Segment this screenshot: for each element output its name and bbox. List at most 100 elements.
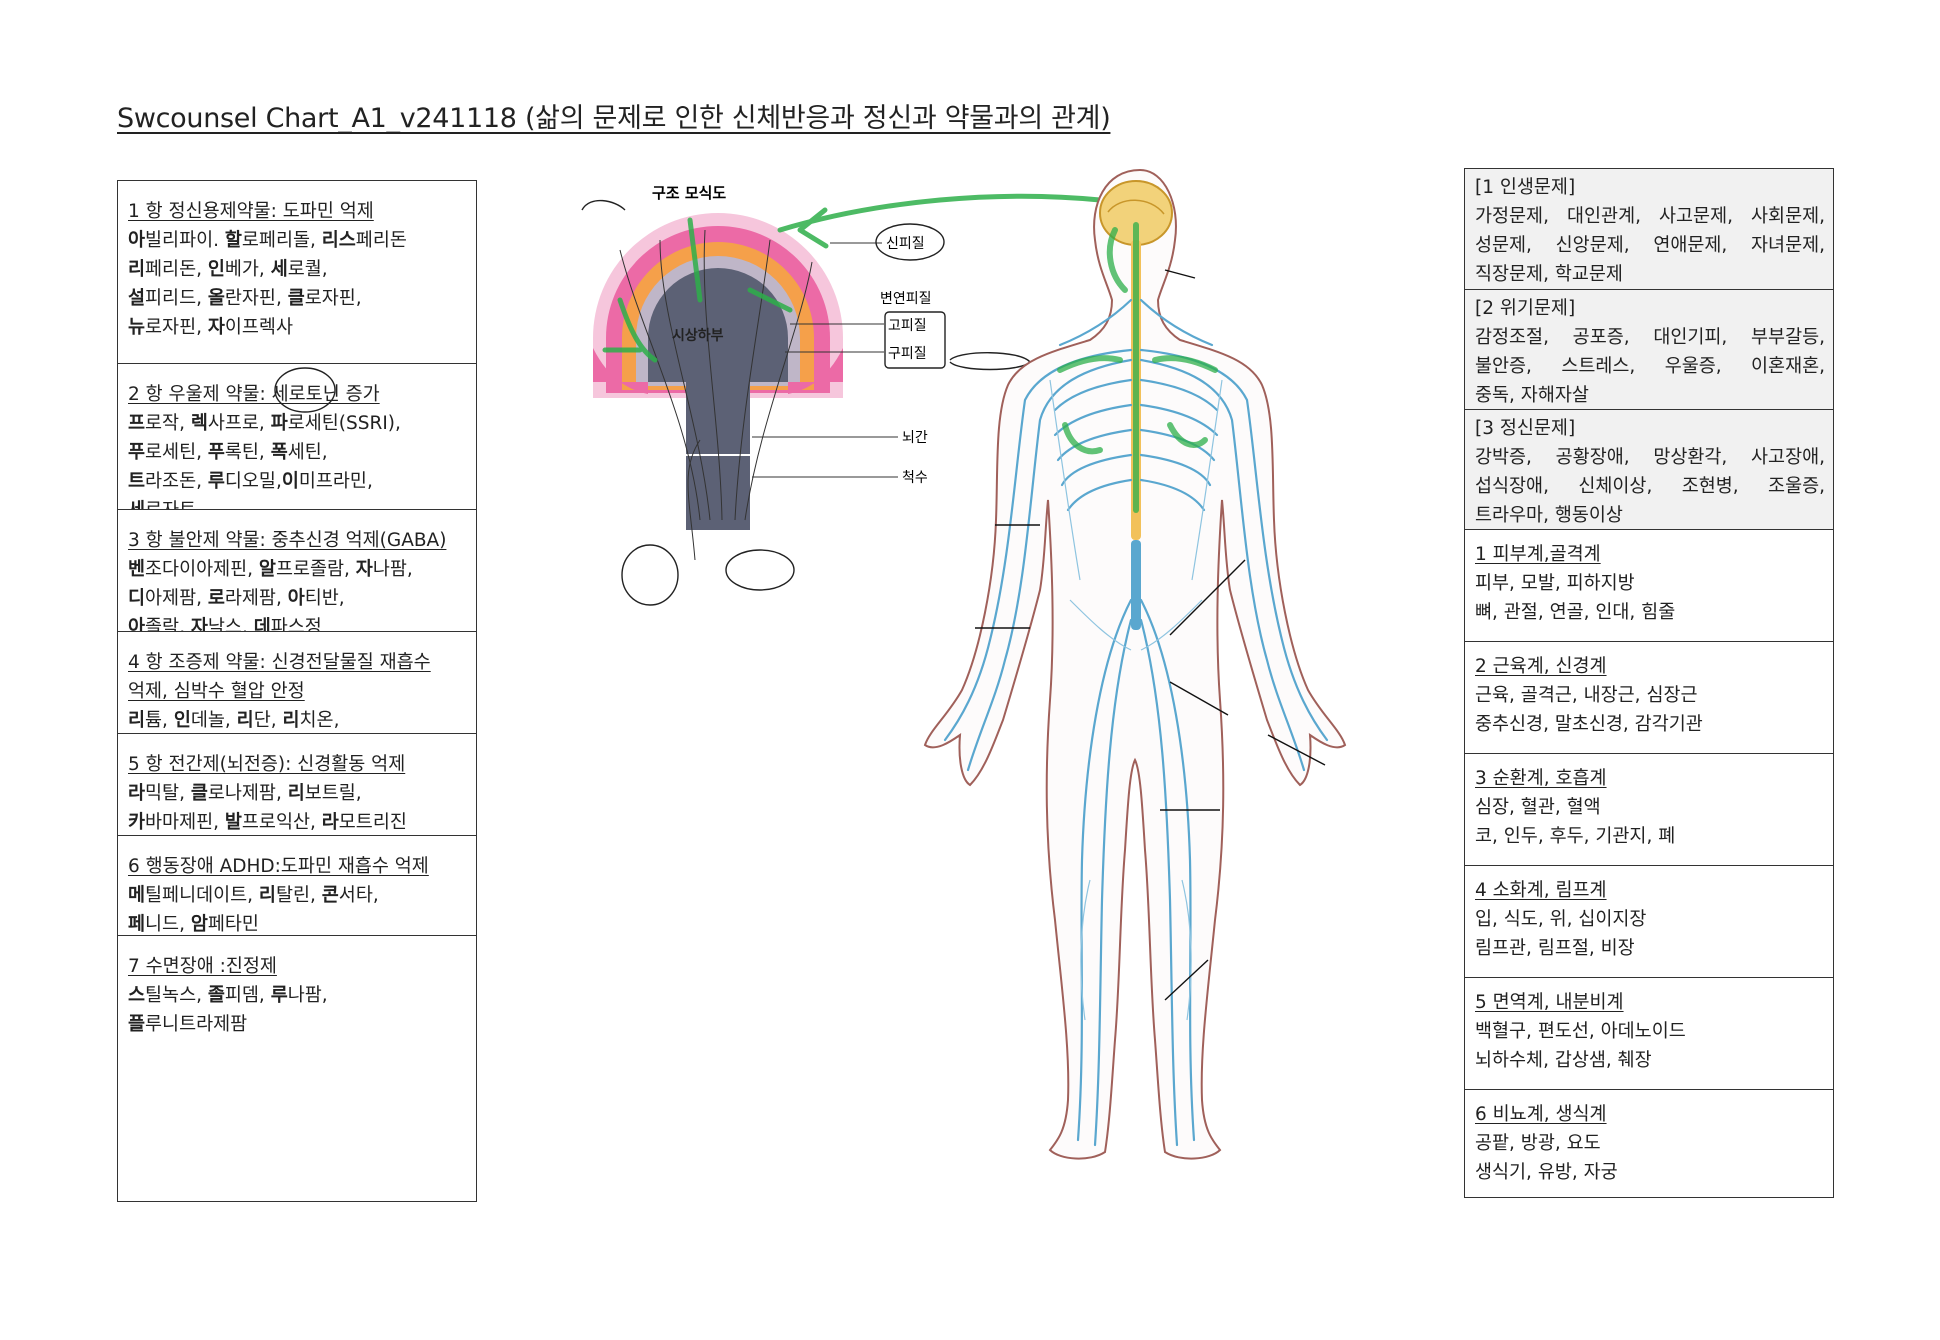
drug-name-text: 바마제핀, [145,812,225,833]
drug-name-text: 클 [287,288,305,309]
problem-items-line: 가정문제, 대인관계, 사고문제, 사회문제, [1475,206,1825,227]
body-system-organs: 심장, 혈관, 혈액 [1475,797,1601,818]
limbic-cortex-label: 변연피질 [880,291,932,307]
body-system-title: 3 순환계, 호흡계 [1475,768,1607,789]
problem-section-title: [3 정신문제] [1475,418,1576,439]
drug-name-line: 트라조돈, 루디오밀,이미프라민, [128,467,466,496]
hypothalamus-label: 시상하부 [672,327,724,344]
problem-section: [1 인생문제]가정문제, 대인관계, 사고문제, 사회문제,성문제, 신앙문제… [1465,169,1833,289]
drug-name-text: 암 [190,914,208,935]
drug-name-text: 니드, [145,914,191,935]
drug-name-text: 이 [281,471,299,492]
drug-name-text: 튬, [145,710,174,731]
drug-name-text: 단, [253,710,283,731]
drug-name-text: 조다이아제핀, [145,559,259,580]
drug-name-line: 설피리드, 올란자핀, 클로자핀, [128,284,466,313]
drug-name-text: 콘 [321,885,339,906]
drug-name-line: 프로작, 렉사프로, 파로세틴(SSRI), [128,409,466,438]
drug-name-line: 라믹탈, 클로나제팜, 리보트릴, [128,779,466,808]
brain-heading: 구조 모식도 [652,184,726,202]
drug-name-text: 세 [128,500,145,509]
drug-section-title: 3 항 불안제 약물: 중추신경 억제(GABA) [128,530,447,551]
drug-name-text: 데놀, [190,710,237,731]
drug-name-text: 파 [270,413,288,434]
drug-name-text: 졸락, [145,617,191,631]
drug-name-text: 데 [253,617,271,631]
drug-name-text: 프로졸람, [275,559,356,580]
problem-items-line: 섭식장애, 신체이상, 조현병, 조울증, [1475,476,1825,497]
drug-name-text: 라 [128,783,146,804]
drug-name-text: 폭 [270,442,288,463]
drug-name-text: 세 [270,259,288,280]
drug-section: 3 항 불안제 약물: 중추신경 억제(GABA) 벤조다이아제핀, 알프로졸람,… [118,509,476,631]
drug-name-line: 아빌리파이. 할로페리돌, 리스페리돈 [128,226,466,255]
drug-name-text: 로세틴, [145,442,208,463]
drug-name-text: 리 [236,710,254,731]
body-system-organs: 코, 인두, 후두, 기관지, 폐 [1475,826,1676,847]
drug-name-line: 리페리돈, 인베가, 세로퀄, [128,255,466,284]
drug-name-line: 카바마제핀, 발프로익산, 라모트리진 [128,808,466,835]
drug-name-text: 란자핀, [224,288,288,309]
drug-name-line: 세로자트 [128,496,466,509]
drug-name-text: 파스정 [270,617,322,631]
drug-name-text: 리 [287,783,305,804]
drug-name-text: 피리드, [145,288,208,309]
drug-name-text: 렉 [190,413,208,434]
drug-name-text: 벤 [128,559,146,580]
drug-name-line: 억제, 심박수 혈압 안정 [128,677,466,706]
drug-name-text: 틸페니데이트, [145,885,259,906]
page-title: Swcounsel Chart_A1_v241118 (삶의 문제로 인한 신체… [117,103,1111,134]
drug-name-text: 설 [128,288,146,309]
drug-section-title: 1 항 정신용제약물: 도파민 억제 [128,201,374,222]
drug-name-text: 라조돈, [145,471,208,492]
drug-name-text: 푸 [207,442,225,463]
drug-name-text: 서타, [338,885,379,906]
body-system-organs: 뼈, 관절, 연골, 인대, 힘줄 [1475,602,1676,623]
drug-name-text: 리 [128,710,146,731]
spinal-cord-label: 척수 [902,470,928,486]
brainstem-label: 뇌간 [902,430,928,446]
drug-name-text: 티반, [304,588,345,609]
drug-name-text: 자 [190,617,208,631]
drug-name-text: 루니트라제팜 [145,1014,248,1035]
drug-name-text: 나팜, [287,985,328,1006]
body-system-panel: [1 인생문제]가정문제, 대인관계, 사고문제, 사회문제,성문제, 신앙문제… [1464,168,1834,1198]
drug-name-text: 자 [355,559,373,580]
drug-name-text: 클 [190,783,208,804]
drug-name-text: 페리돈 [355,230,407,251]
problem-items-line: 중독, 자해자살 [1475,385,1589,406]
drug-name-text: 보트릴, [304,783,362,804]
drug-name-text: 라 [321,812,339,833]
archicortex-label: 구피질 [888,346,927,362]
drug-name-text: 푸 [128,442,146,463]
drug-name-text: 프로익산, [241,812,322,833]
drug-name-text: 틸녹스, [145,985,208,1006]
drug-name-text: 아 [128,230,146,251]
drug-section-title: 7 수면장애 :진정제 [128,956,277,977]
drug-name-text: 치온, [299,710,340,731]
drug-name-text: 로세틴(SSRI), [287,413,401,434]
problem-items-line: 불안증, 스트레스, 우울증, 이혼재혼, [1475,356,1825,377]
drug-name-text: 로 [207,588,225,609]
drug-name-text: 올 [207,288,225,309]
drug-section-title: 4 항 조증제 약물: 신경전달물질 재흡수 [128,652,431,673]
drug-name-text: 베가, [224,259,271,280]
drug-name-text: 록틴, [224,442,271,463]
drug-name-line: 벤조다이아제핀, 알프로졸람, 자나팜, [128,555,466,584]
drug-name-text: 나팜, [372,559,413,580]
problem-section: [2 위기문제]감정조절, 공포증, 대인기피, 부부갈등,불안증, 스트레스,… [1465,289,1833,409]
body-system-organs: 뇌하수체, 갑상샘, 췌장 [1475,1050,1652,1071]
drug-name-text: 피뎀, [224,985,271,1006]
problem-items-line: 트라우마, 행동이상 [1475,505,1623,526]
drug-name-text: 플 [128,1014,146,1035]
paleocortex-label: 고피질 [888,318,927,334]
drug-name-text: 라제팜, [224,588,288,609]
body-system-organs: 중추신경, 말초신경, 감각기관 [1475,714,1703,735]
drug-name-text: 알 [258,559,276,580]
drug-section-title: 6 행동장애 ADHD:도파민 재흡수 억제 [128,856,429,877]
